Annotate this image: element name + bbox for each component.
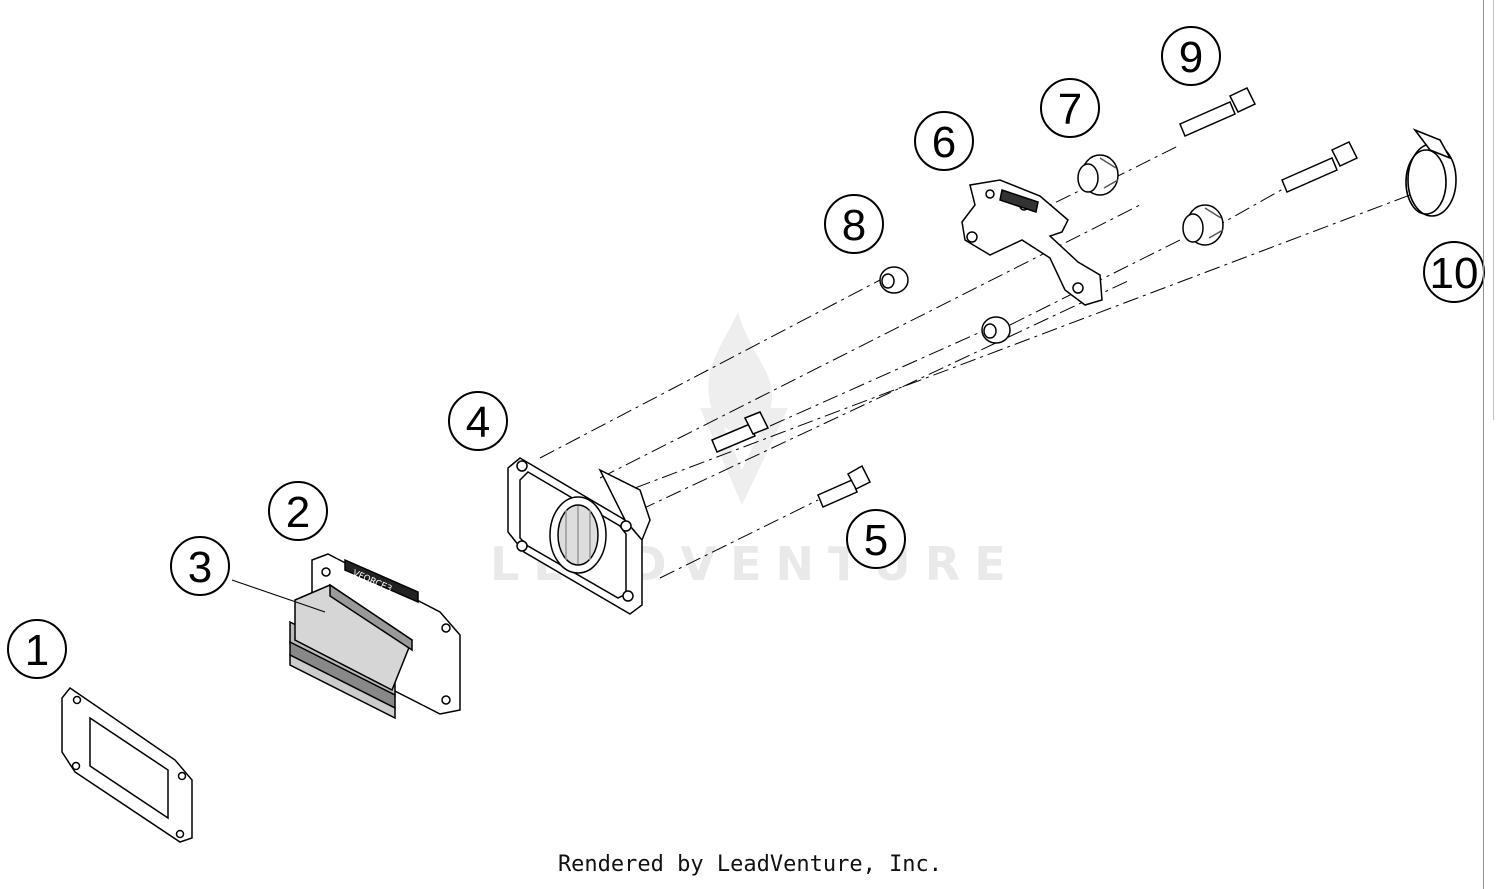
bolt-upper-left bbox=[711, 411, 770, 453]
callout-6: 6 bbox=[914, 111, 974, 171]
leader-lines bbox=[231, 579, 326, 613]
part-6-bracket bbox=[961, 179, 1103, 306]
callout-10-label: 10 bbox=[1430, 249, 1479, 298]
callout-4-label: 4 bbox=[466, 398, 490, 447]
callout-8-label: 8 bbox=[842, 201, 866, 250]
rendered-by-footer: Rendered by LeadVenture, Inc. bbox=[557, 852, 943, 877]
callout-7: 7 bbox=[1040, 78, 1100, 138]
callout-10: 10 bbox=[1423, 241, 1485, 303]
part-4-intake-manifold bbox=[507, 457, 651, 615]
part-7-grommets bbox=[1077, 154, 1224, 246]
part-10-hose-clamp bbox=[1405, 128, 1457, 217]
callout-9: 9 bbox=[1161, 26, 1221, 86]
callout-3: 3 bbox=[170, 536, 230, 596]
flame-logo-icon bbox=[708, 312, 773, 433]
callout-6-label: 6 bbox=[932, 118, 956, 167]
callout-1: 1 bbox=[7, 619, 67, 679]
callout-9-label: 9 bbox=[1179, 33, 1203, 82]
callout-5-label: 5 bbox=[864, 516, 888, 565]
callout-5: 5 bbox=[846, 509, 906, 569]
callout-7-label: 7 bbox=[1058, 85, 1082, 134]
part-5-bolt bbox=[817, 464, 872, 508]
callout-3-label: 3 bbox=[188, 543, 212, 592]
bolt-right bbox=[1281, 141, 1359, 193]
page-edge-line-secondary bbox=[1493, 0, 1494, 420]
part-1-gasket bbox=[61, 686, 193, 843]
callout-1-label: 1 bbox=[25, 626, 49, 675]
part-2-reed-block: VFORCE3 bbox=[289, 553, 461, 720]
callout-2-label: 2 bbox=[286, 488, 310, 537]
chevron-logo-icon bbox=[700, 408, 788, 505]
part-8-bushings bbox=[879, 266, 1011, 344]
page-edge-line bbox=[1483, 0, 1484, 889]
callout-8: 8 bbox=[824, 194, 884, 254]
callout-2: 2 bbox=[268, 481, 328, 541]
part-9-bolt bbox=[1179, 87, 1257, 137]
callout-4: 4 bbox=[448, 391, 508, 451]
